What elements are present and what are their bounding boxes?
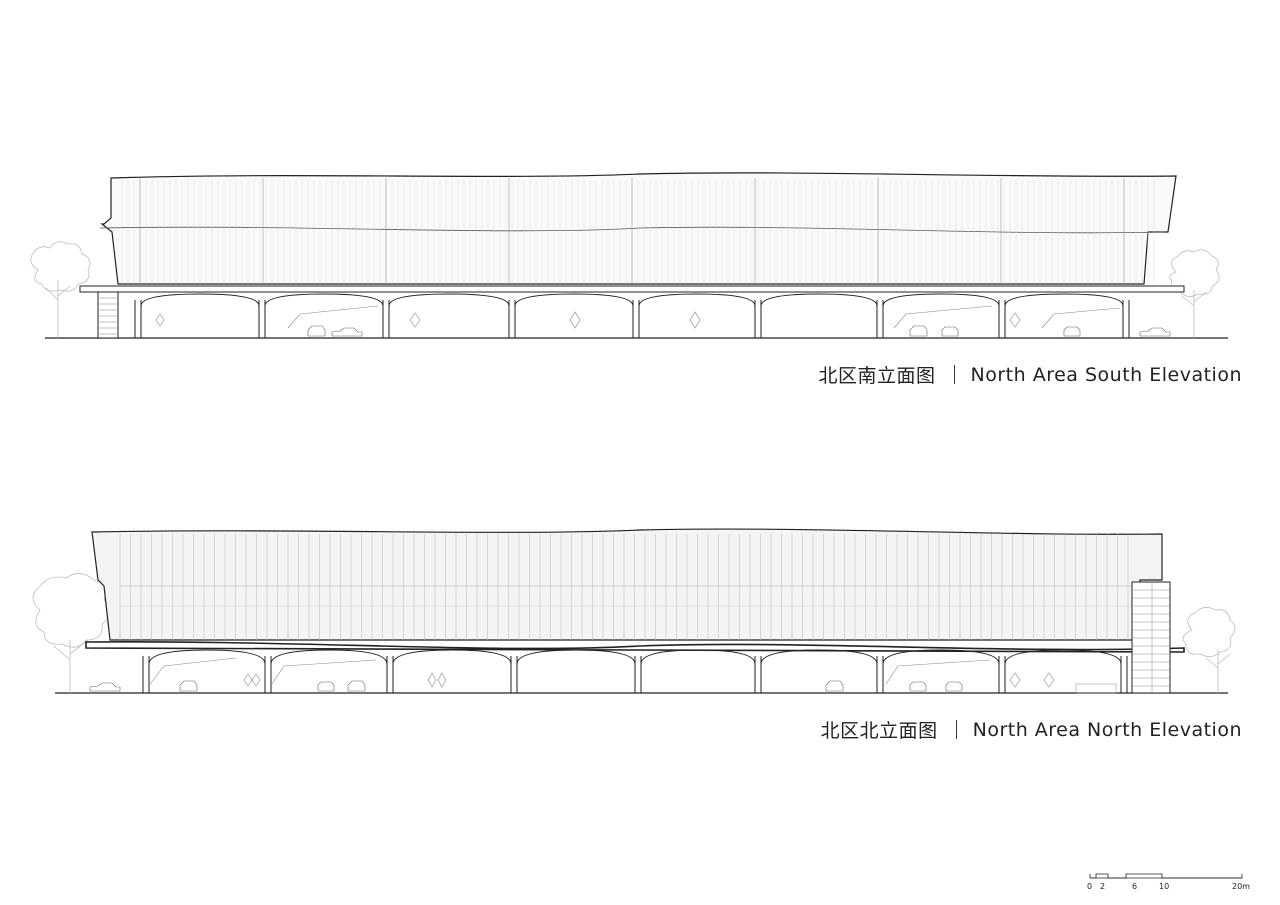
north-arch — [760, 649, 878, 665]
scale-label-2: 2 — [1100, 882, 1105, 891]
north-tree-right — [1182, 607, 1236, 693]
south-cars — [307, 325, 1171, 337]
scale-label-6: 6 — [1132, 882, 1137, 891]
south-arch — [882, 293, 1000, 307]
north-arch — [882, 649, 1000, 665]
south-arch — [388, 293, 510, 307]
south-arch — [264, 293, 384, 307]
north-arches — [148, 649, 1122, 665]
north-ramps — [149, 657, 991, 685]
north-gate — [1075, 683, 1117, 694]
south-elevation-caption: 北区南立面图 North Area South Elevation — [819, 361, 1242, 388]
south-ramps — [287, 305, 1121, 329]
scale-label-0: 0 — [1087, 882, 1092, 891]
north-arch — [1004, 649, 1122, 665]
north-arch — [392, 649, 512, 665]
scale-bar: 0 2 6 10 20m — [1087, 873, 1250, 891]
scale-label-20m: 20m — [1232, 882, 1250, 891]
north-diamonds — [243, 672, 1055, 688]
north-tree-left — [32, 573, 111, 693]
north-arch — [640, 649, 756, 665]
south-arches — [140, 293, 1124, 307]
north-elevation — [32, 528, 1236, 694]
south-arch — [514, 293, 634, 307]
north-columns — [142, 656, 1128, 693]
south-canopy-slab — [79, 285, 1185, 293]
south-stair-tower — [97, 291, 119, 339]
south-arch — [140, 293, 260, 307]
south-tree-right — [1169, 249, 1220, 338]
south-columns — [134, 300, 1130, 338]
south-arch — [760, 293, 878, 307]
caption-separator — [955, 720, 957, 739]
south-facade — [99, 172, 1177, 285]
north-arch — [148, 649, 266, 665]
north-canopy-slab — [85, 641, 1185, 653]
south-arch — [638, 293, 756, 307]
north-title-en: North Area North Elevation — [972, 718, 1242, 741]
north-arch — [516, 649, 636, 665]
north-title-cn: 北区北立面图 — [820, 720, 938, 742]
south-title-cn: 北区南立面图 — [818, 365, 936, 387]
south-elevation — [30, 172, 1228, 339]
north-arch — [270, 649, 388, 665]
south-tree-left — [30, 241, 91, 338]
north-cars — [89, 680, 963, 692]
north-elevation-caption: 北区北立面图 North Area North Elevation — [821, 716, 1242, 743]
south-title-en: North Area South Elevation — [970, 363, 1242, 386]
south-diamonds — [155, 311, 1021, 329]
caption-separator — [953, 365, 955, 384]
north-facade — [91, 528, 1163, 641]
south-arch — [1004, 293, 1124, 307]
north-stair-tower — [1131, 581, 1171, 694]
scale-label-10: 10 — [1159, 882, 1169, 891]
